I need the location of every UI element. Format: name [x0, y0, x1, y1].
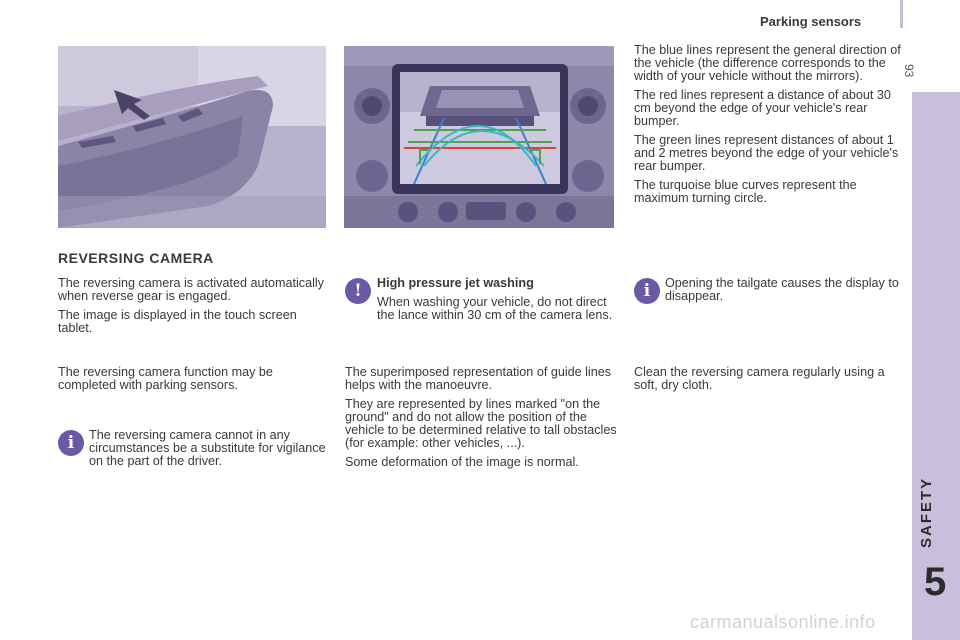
warning-text: When washing your vehicle, do not direct…: [377, 295, 613, 322]
chapter-name: SAFETY: [918, 476, 935, 548]
guide-lines-description: The blue lines represent the general dir…: [634, 44, 904, 211]
warning-icon: !: [345, 278, 371, 304]
ground-lines-text: They are represented by lines marked "on…: [345, 397, 617, 450]
column-1-intro: The reversing camera is activated automa…: [58, 277, 326, 341]
cleaning-instruction: Clean the reversing camera regularly usi…: [634, 366, 904, 398]
red-lines-text: The red lines represent a distance of ab…: [634, 88, 891, 128]
page-number: 93: [902, 64, 916, 78]
chapter-sidebar: [912, 92, 960, 640]
column-1-sensors: The reversing camera function may be com…: [58, 366, 326, 398]
header-divider: [900, 0, 903, 28]
tailgate-note: Opening the tailgate causes the display …: [665, 277, 905, 309]
tailgate-note-text: Opening the tailgate causes the display …: [665, 276, 899, 303]
guide-lines-illustration: [344, 46, 614, 228]
footer-watermark: carmanualsonline.info: [690, 612, 876, 632]
vigilance-note: The reversing camera cannot in any circu…: [89, 429, 327, 474]
jet-washing-warning: High pressure jet washing When washing y…: [377, 277, 617, 328]
activation-text: The reversing camera is activated automa…: [58, 276, 324, 303]
rear-bumper-illustration: [58, 46, 326, 228]
guide-lines-help-text: The superimposed representation of guide…: [345, 365, 612, 392]
column-2-guidelines: The superimposed representation of guide…: [345, 366, 617, 475]
green-lines-text: The green lines represent distances of a…: [634, 133, 899, 173]
dashboard-screen-photo: [344, 46, 614, 228]
turquoise-lines-text: The turquoise blue curves represent the …: [634, 178, 857, 205]
page-header-title: Parking sensors: [760, 14, 862, 29]
parking-sensors-text: The reversing camera function may be com…: [58, 365, 273, 392]
info-icon: i: [634, 278, 660, 304]
vigilance-note-text: The reversing camera cannot in any circu…: [89, 428, 326, 468]
section-title: REVERSING CAMERA: [58, 250, 214, 266]
rear-bumper-camera-photo: [58, 46, 326, 228]
chapter-number: 5: [924, 560, 947, 604]
deformation-text: Some deformation of the image is normal.: [345, 455, 579, 469]
display-location-text: The image is displayed in the touch scre…: [58, 308, 297, 335]
blue-lines-text: The blue lines represent the general dir…: [634, 43, 901, 83]
cleaning-text: Clean the reversing camera regularly usi…: [634, 365, 885, 392]
info-icon: i: [58, 430, 84, 456]
warning-title: High pressure jet washing: [377, 276, 534, 290]
